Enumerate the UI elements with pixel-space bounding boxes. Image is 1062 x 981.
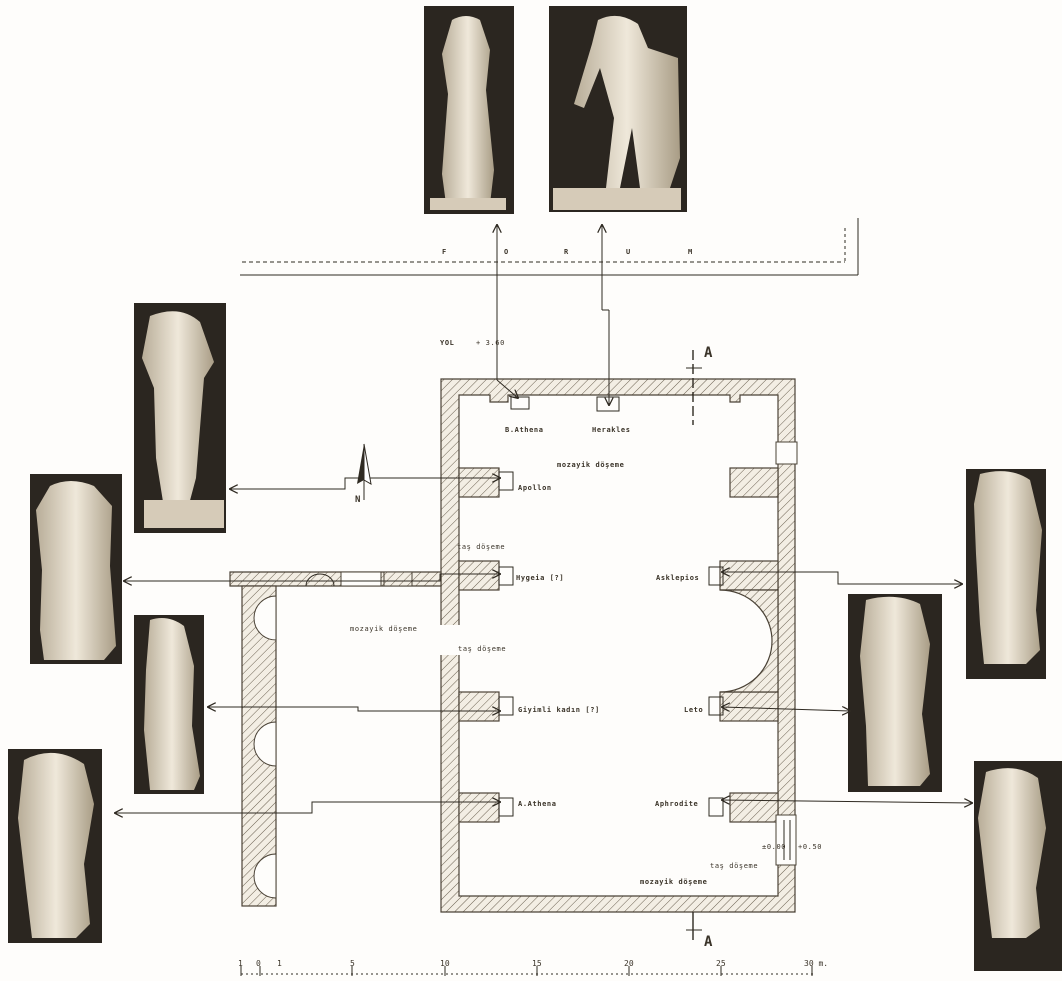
photo-athena-top: [424, 6, 514, 214]
floor-stone-1: taş döşeme: [457, 543, 505, 551]
scale-tick-label: 20: [624, 959, 634, 968]
scale-tick-label: 5: [350, 959, 355, 968]
photo-asklepios: [966, 469, 1046, 679]
forum-letter: U: [626, 248, 631, 256]
label-aphrodite: Aphrodite: [655, 800, 698, 808]
label-apollon: Apollon: [518, 484, 552, 492]
forum-letter: O: [504, 248, 509, 256]
forum-letters: F O R U M: [442, 248, 693, 256]
road-level: + 3.60: [476, 339, 505, 347]
scale-tick-label: 10: [440, 959, 450, 968]
label-dressed-woman: Giyimli kadın [?]: [518, 706, 600, 714]
scale-tick-label: 25: [716, 959, 726, 968]
photo-athena-bottom: [8, 749, 102, 943]
label-leto: Leto: [684, 706, 703, 714]
photo-herakles: [549, 6, 687, 212]
statue-bases: [498, 396, 724, 817]
floor-stone-2: taş döşeme: [458, 645, 506, 653]
scale-tick-label: 30 m.: [804, 959, 828, 968]
scale-tick-label: 1: [277, 959, 282, 968]
connector-arrows: [115, 225, 972, 813]
label-athena-top: B.Athena: [505, 426, 544, 434]
scale-tick-label: 15: [532, 959, 542, 968]
scale-labels: 1 0 1 5 10 15 20 25 30 m.: [238, 959, 828, 968]
section-marker-bottom: A: [704, 934, 713, 950]
north-label: N: [355, 495, 361, 505]
forum-band: [240, 218, 859, 276]
photo-dressed-woman: [134, 615, 204, 794]
level-floor: ±0.00: [762, 843, 786, 851]
section-marker-top: A: [704, 345, 713, 361]
photo-hygeia: [30, 474, 122, 664]
north-arrow: [357, 443, 372, 500]
scale-tick-label: 0: [256, 959, 261, 968]
label-athena-bottom: A.Athena: [518, 800, 557, 808]
west-annex: [229, 571, 442, 907]
label-asklepios: Asklepios: [656, 574, 699, 582]
label-hygeia: Hygeia [?]: [516, 574, 564, 582]
label-herakles: Herakles: [592, 426, 631, 434]
photo-leto: [848, 594, 942, 792]
level-entry: +0.50: [798, 843, 822, 851]
photo-aphrodite: [974, 761, 1062, 971]
forum-letter: F: [442, 248, 447, 256]
floor-stone-3: taş döşeme: [710, 862, 758, 870]
photo-apollon: [134, 303, 226, 533]
floor-mosaic-2: mozayik döşeme: [350, 625, 417, 633]
scale-bar: [240, 966, 815, 976]
road-label: YOL: [440, 339, 454, 347]
forum-letter: R: [564, 248, 569, 256]
scale-tick-label: 1: [238, 959, 243, 968]
floor-mosaic-1: mozayik döşeme: [557, 461, 624, 469]
forum-letter: M: [688, 248, 693, 256]
floor-mosaic-3: mozayik döşeme: [640, 878, 707, 886]
section-markers: [686, 350, 702, 940]
